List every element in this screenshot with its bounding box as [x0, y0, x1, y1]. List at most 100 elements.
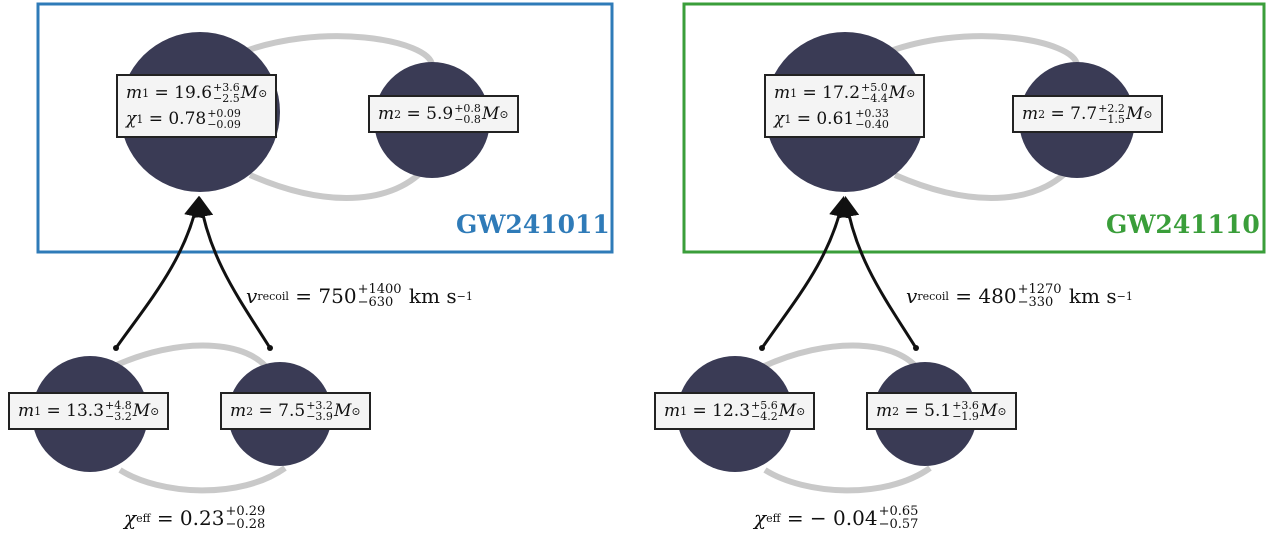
symbol-subscript: 2 [1038, 107, 1046, 121]
symbol: v [246, 284, 258, 308]
symbol-subscript: 1 [142, 86, 150, 100]
lower-error: −3.9 [306, 410, 333, 423]
symbol-subscript: 1 [34, 404, 42, 418]
symbol: χ [126, 109, 137, 129]
unit-subscript: ⊙ [258, 86, 268, 100]
value: = 0.23 [156, 506, 225, 530]
symbol: χ [774, 109, 785, 129]
upper-error: +5.6 [751, 399, 778, 412]
upper-error: +3.6 [213, 81, 240, 94]
unit-superscript: −1 [456, 289, 473, 303]
left-arrow-start-dot-2 [267, 345, 273, 351]
value: = 0.78 [148, 109, 207, 129]
unit: M [481, 104, 500, 124]
right-remnant-orbit [878, 33, 1080, 66]
symbol-subscript: 1 [680, 404, 688, 418]
unit: M [240, 83, 259, 103]
unit-subscript: ⊙ [997, 404, 1007, 418]
lower-error: −1.5 [1098, 113, 1125, 126]
value: = 750 [295, 284, 357, 308]
symbol: m [1022, 104, 1039, 124]
lower-error: −630 [357, 295, 394, 310]
left-merger-arrow-2 [192, 195, 272, 349]
value: = − 0.04 [786, 506, 878, 530]
upper-error: +0.29 [225, 504, 266, 519]
symbol: m [876, 401, 893, 421]
upper-error: +3.2 [306, 399, 333, 412]
upper-error: +1270 [1017, 282, 1062, 297]
symbol: χ [124, 506, 137, 530]
value: = 17.2 [802, 83, 861, 103]
lower-error: −2.5 [213, 92, 240, 105]
unit-subscript: ⊙ [906, 86, 916, 100]
value: = 5.9 [406, 104, 454, 124]
lower-error: −3.2 [105, 410, 132, 423]
lower-error: −0.09 [207, 118, 241, 131]
value: = 12.3 [692, 401, 751, 421]
upper-error: +1400 [357, 282, 402, 297]
right-event-name: GW241110 [1106, 210, 1260, 239]
symbol-subscript: 1 [790, 86, 798, 100]
lower-error: −0.28 [225, 517, 266, 532]
right-progenitor-orbit-lower [763, 465, 932, 494]
upper-error: +0.33 [855, 107, 889, 120]
upper-error: +2.2 [1098, 102, 1125, 115]
right-progenitor-orbit [758, 342, 923, 374]
value: = 13.3 [46, 401, 105, 421]
upper-error: +5.0 [861, 81, 888, 94]
symbol: m [664, 401, 681, 421]
symbol-subscript: 2 [394, 107, 402, 121]
symbol: v [906, 284, 918, 308]
unit-subscript: ⊙ [1143, 107, 1153, 121]
upper-error: +0.8 [454, 102, 481, 115]
upper-error: +0.65 [878, 504, 919, 519]
right-event-frame [682, 2, 1266, 254]
symbol-subscript: 1 [136, 112, 144, 126]
left-event-frame [36, 2, 614, 254]
symbol: m [230, 401, 247, 421]
lower-error: −330 [1017, 295, 1054, 310]
symbol-subscript: 2 [892, 404, 900, 418]
value: = 7.5 [258, 401, 306, 421]
lower-error: −4.4 [861, 92, 888, 105]
unit-superscript: −1 [1116, 289, 1133, 303]
left-progenitor-orbit-lower [118, 465, 287, 494]
value: = 7.7 [1050, 104, 1098, 124]
unit-subscript: ⊙ [796, 404, 806, 418]
symbol-subscript: recoil [257, 289, 289, 303]
symbol: m [18, 401, 35, 421]
value: = 480 [955, 284, 1017, 308]
right-merger-arrow-2 [838, 195, 918, 349]
unit: km s [408, 284, 457, 308]
right-arrow-start-dot-2 [913, 345, 919, 351]
lower-error: −0.8 [454, 113, 481, 126]
unit-subscript: ⊙ [499, 107, 509, 121]
symbol: m [378, 104, 395, 124]
unit: M [778, 401, 797, 421]
unit: M [1125, 104, 1144, 124]
unit: km s [1068, 284, 1117, 308]
left-remnant-orbit [233, 33, 435, 66]
left-merger-arrow-1 [114, 195, 205, 349]
left-event-name: GW241011 [456, 210, 610, 239]
unit: M [888, 83, 907, 103]
symbol-subscript: eff [766, 511, 781, 525]
left-arrow-start-dot-1 [113, 345, 119, 351]
symbol-subscript: recoil [917, 289, 949, 303]
upper-error: +3.6 [952, 399, 979, 412]
lower-error: −0.57 [878, 517, 919, 532]
upper-error: +0.09 [207, 107, 241, 120]
unit-subscript: ⊙ [351, 404, 361, 418]
value: = 5.1 [904, 401, 952, 421]
symbol: m [774, 83, 791, 103]
symbol-subscript: eff [136, 511, 151, 525]
